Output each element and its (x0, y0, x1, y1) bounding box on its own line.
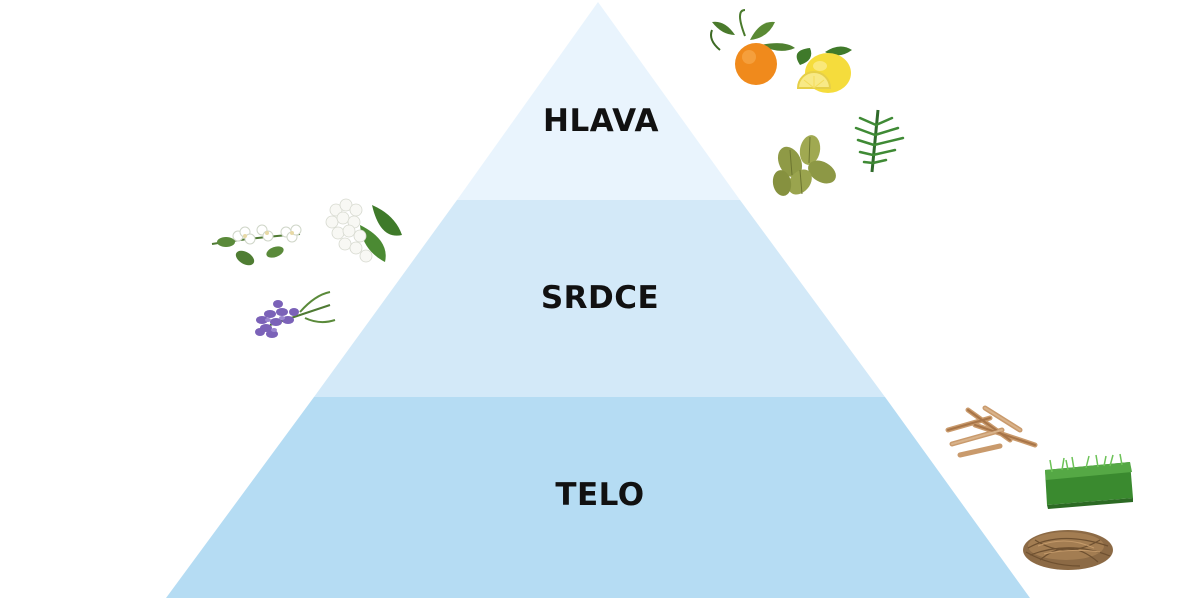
tier-srdce (314, 200, 885, 397)
vetiver-root-icon (1023, 530, 1113, 570)
lily-of-the-valley-icon (325, 198, 402, 263)
grass-icon (1045, 453, 1133, 509)
tier-label-hlava: HLAVA (543, 103, 659, 139)
lemon-icon (796, 46, 852, 93)
lavender-icon (255, 291, 336, 338)
tier-hlava (457, 2, 740, 200)
sandalwood-icon (945, 405, 1038, 458)
tier-telo (166, 397, 1030, 598)
tier-label-srdce: SRDCE (541, 280, 659, 316)
orange-icon (710, 9, 795, 85)
cardamom-icon (772, 135, 836, 196)
tier-label-telo: TELO (555, 477, 644, 513)
jasmine-icon (211, 224, 302, 266)
fir-branch-icon (854, 109, 905, 173)
